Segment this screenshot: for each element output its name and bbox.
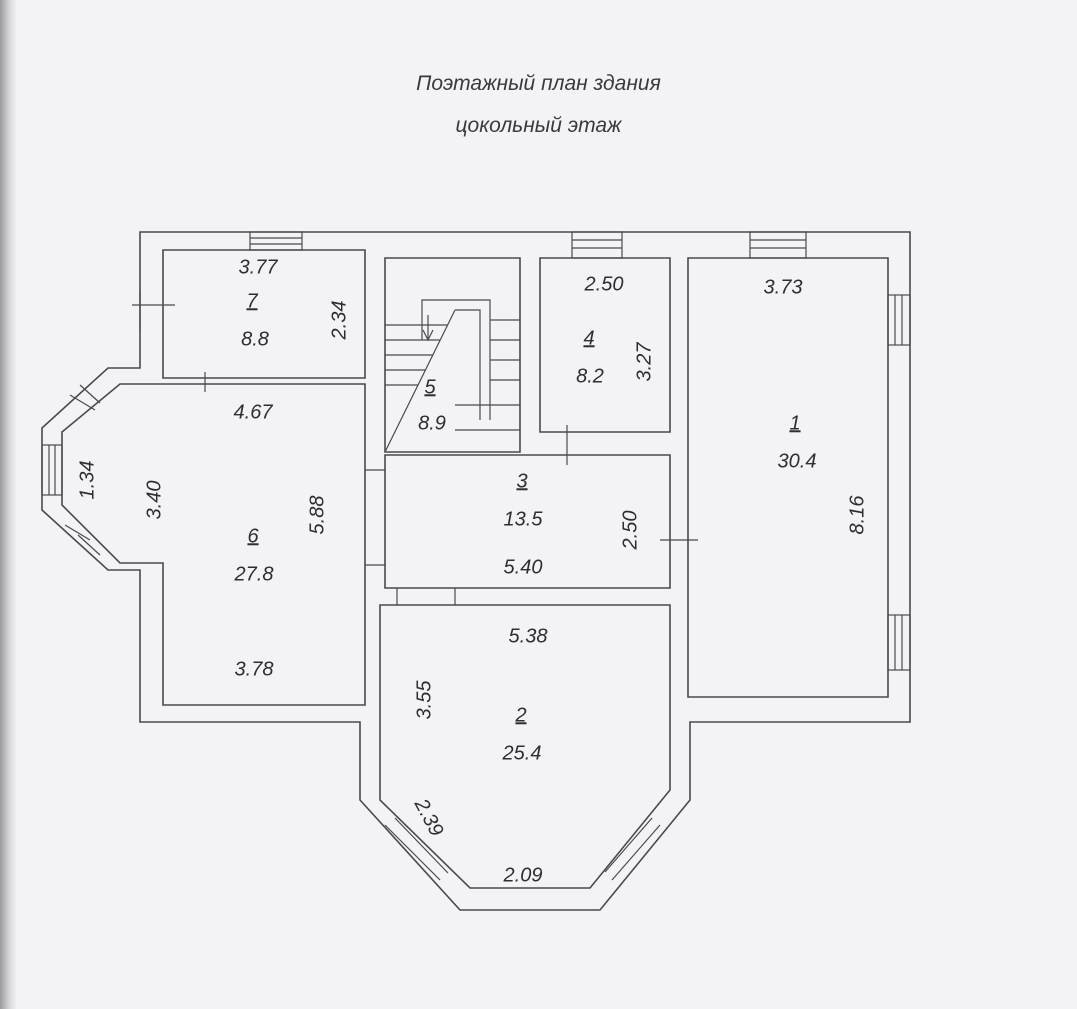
staircase <box>384 299 520 453</box>
room-2-number: 2 <box>514 704 526 726</box>
room-6-area: 27.8 <box>234 563 274 585</box>
room-2-dim: 3.55 <box>413 680 435 720</box>
room-4-dim: 3.27 <box>633 342 655 382</box>
room-3-area: 13.5 <box>504 508 544 530</box>
room-2-dim: 2.09 <box>503 864 543 886</box>
room-4-area: 8.2 <box>576 365 604 387</box>
room-3-number: 3 <box>516 470 527 492</box>
room-1-outline <box>687 257 889 698</box>
room-1-number: 1 <box>789 412 800 434</box>
room-5-outline <box>384 257 521 453</box>
room-4-dim: 2.50 <box>584 273 624 295</box>
windows <box>41 231 911 881</box>
room-4-outline <box>539 257 671 433</box>
plan-title: Поэтажный план здания <box>416 72 661 95</box>
door-marks <box>132 290 698 605</box>
room-7-number: 7 <box>246 290 258 312</box>
room-6-outline <box>61 383 366 706</box>
room-2-outline <box>379 604 671 889</box>
room-3-dim: 2.50 <box>619 511 641 551</box>
room-6-dim: 3.40 <box>143 481 165 520</box>
room-5-area: 8.9 <box>418 412 446 434</box>
room-2-area: 25.4 <box>502 742 542 764</box>
room-2-dim: 5.38 <box>509 625 548 647</box>
room-7-area: 8.8 <box>241 328 269 350</box>
room-6-dim: 3.78 <box>235 658 274 680</box>
outer-wall <box>41 231 911 911</box>
room-1-dim: 8.16 <box>846 495 868 535</box>
room-6-dim: 4.67 <box>234 401 274 423</box>
room-7-dim: 3.77 <box>239 256 279 278</box>
room-3-dim: 5.40 <box>504 556 543 578</box>
room-5-number: 5 <box>424 376 436 398</box>
room-4-number: 4 <box>583 327 594 349</box>
room-6-number: 6 <box>247 525 259 547</box>
room-1-area: 30.4 <box>778 450 817 472</box>
room-1-dim: 3.73 <box>764 276 803 298</box>
page-binding-edge <box>0 0 16 1009</box>
room-7-dim: 2.34 <box>328 301 350 341</box>
room-6-dim: 5.88 <box>306 496 328 535</box>
room-3-outline <box>384 454 671 589</box>
room-6-dim: 1.34 <box>76 461 98 500</box>
plan-subtitle: цокольный этаж <box>455 114 622 137</box>
